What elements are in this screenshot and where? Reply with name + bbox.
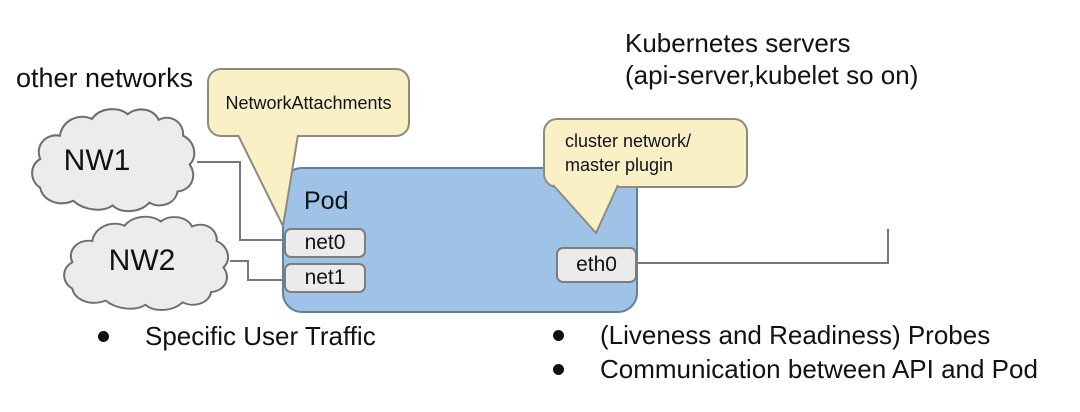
cluster-network-callout-line1: cluster network/ [565,131,692,151]
kubernetes-servers-line2: (api-server,kubelet so on) [625,60,919,90]
net1-label: net1 [304,266,346,289]
network-attachments-callout: NetworkAttachments [207,68,410,137]
other-networks-label: other networks [16,63,194,93]
eth0-interface-box: eth0 [556,247,637,283]
bullet-communication-api-pod: Communication between API and Pod [600,354,1038,384]
eth0-to-kubernetes-connector [637,229,889,264]
net0-label: net0 [304,231,346,254]
net0-interface-box: net0 [284,228,366,258]
cluster-network-callout-line2: master plugin [565,155,674,175]
nw1-cloud-label: NW1 [63,144,131,177]
network-attachments-callout-tail [237,134,299,227]
net1-interface-box: net1 [284,263,366,293]
nw2-to-net1-connector [230,260,285,281]
bullet-specific-user-traffic: Specific User Traffic [145,321,376,351]
bullet-dot [553,330,564,341]
bullet-liveness-readiness-probes: (Liveness and Readiness) Probes [600,320,991,350]
cluster-network-callout: cluster network/ master plugin [543,118,748,188]
cluster-network-callout-tail [552,184,619,234]
nw2-cloud-label: NW2 [108,244,176,277]
bullet-dot [98,331,109,342]
kubernetes-servers-line1: Kubernetes servers [625,28,851,58]
eth0-label: eth0 [576,253,617,276]
pod-label: Pod [304,187,349,215]
network-attachments-callout-text: NetworkAttachments [225,92,392,113]
kubernetes-servers-label: Kubernetes servers (api-server,kubelet s… [625,27,918,91]
bullet-dot [553,364,564,375]
nw1-to-net0-connector [197,161,285,241]
